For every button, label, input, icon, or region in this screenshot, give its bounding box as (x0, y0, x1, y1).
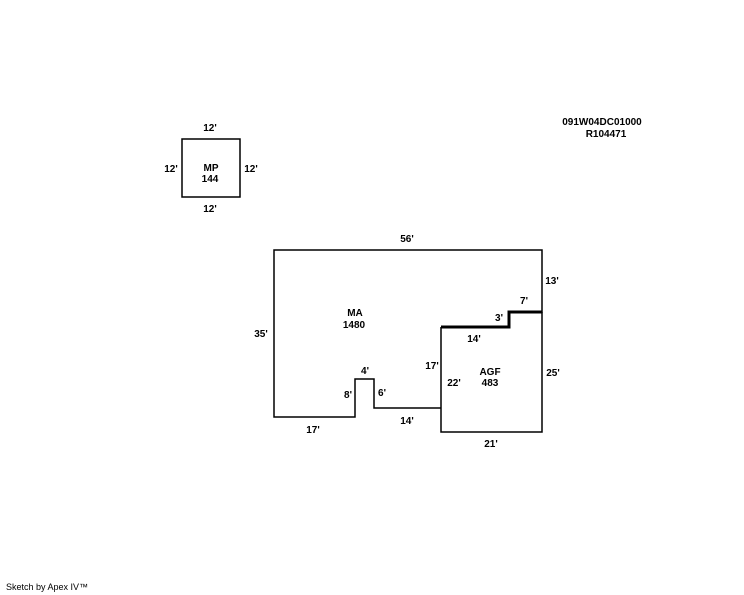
mp-area: 144 (202, 174, 219, 185)
agf-dim-left-inner: 22' (447, 378, 461, 389)
agf-dim-top: 14' (467, 334, 481, 345)
parcel-id: 091W04DC01000 (562, 117, 642, 128)
software-credit: Sketch by Apex IV™ (6, 582, 89, 592)
ma-dim-step: 7' (520, 296, 528, 307)
mp-code: MP (204, 163, 219, 174)
ma-dim-notch-top: 4' (361, 366, 369, 377)
mp-dim-bottom: 12' (203, 204, 217, 215)
ma-dim-bottom-left: 17' (306, 425, 320, 436)
ma-dim-notch-left: 8' (344, 390, 352, 401)
ma-dim-right-upper: 13' (545, 276, 559, 287)
agf-dim-bottom: 21' (484, 439, 498, 450)
ma-area: 1480 (343, 320, 366, 331)
agf-outline (440, 312, 543, 433)
mp-outline (181, 138, 241, 198)
ma-dim-top: 56' (400, 234, 414, 245)
ma-code: MA (347, 308, 363, 319)
ma-outline (273, 249, 543, 418)
ma-dim-bottom-mid: 14' (400, 416, 414, 427)
ma-dim-left: 35' (254, 329, 268, 340)
agf-shared-wall (441, 310, 542, 329)
parcel-ref: R104471 (586, 129, 627, 140)
agf-code: AGF (479, 367, 500, 378)
mp-dim-right: 12' (244, 164, 258, 175)
agf-dim-step: 3' (495, 313, 503, 324)
agf-area: 483 (482, 378, 499, 389)
mp-dim-top: 12' (203, 123, 217, 134)
mp-dim-left: 12' (164, 164, 178, 175)
agf-dim-left-outer: 17' (425, 361, 439, 372)
ma-dim-notch-right: 6' (378, 388, 386, 399)
agf-dim-right: 25' (546, 368, 560, 379)
